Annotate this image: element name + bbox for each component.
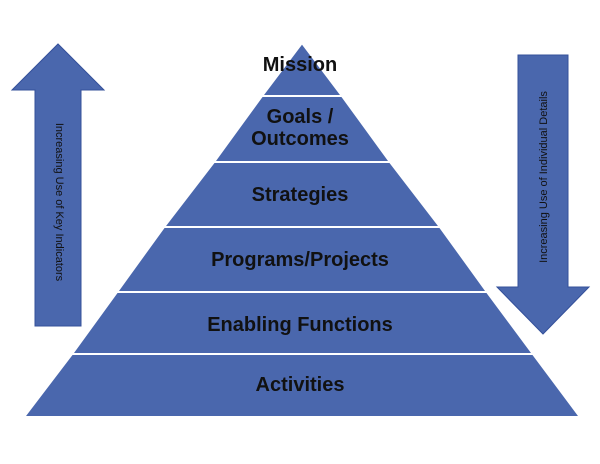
down-arrow-label: Increasing Use of Individual Details bbox=[538, 91, 550, 263]
up-arrow bbox=[10, 43, 106, 327]
level-label-programs: Programs/Projects bbox=[211, 249, 389, 271]
level-label-goals-text: Goals / Outcomes bbox=[251, 106, 349, 150]
down-arrow bbox=[495, 54, 591, 335]
level-label-enabling: Enabling Functions bbox=[207, 314, 393, 336]
level-label-strategies: Strategies bbox=[251, 184, 349, 206]
level-label-activities: Activities bbox=[255, 374, 345, 396]
pyramid-tier-activities bbox=[21, 353, 582, 418]
level-label-mission: Mission bbox=[262, 54, 338, 76]
up-arrow-label: Increasing Use of Key Indicators bbox=[53, 122, 65, 282]
level-label-goals: Goals / Outcomes bbox=[0, 106, 600, 150]
